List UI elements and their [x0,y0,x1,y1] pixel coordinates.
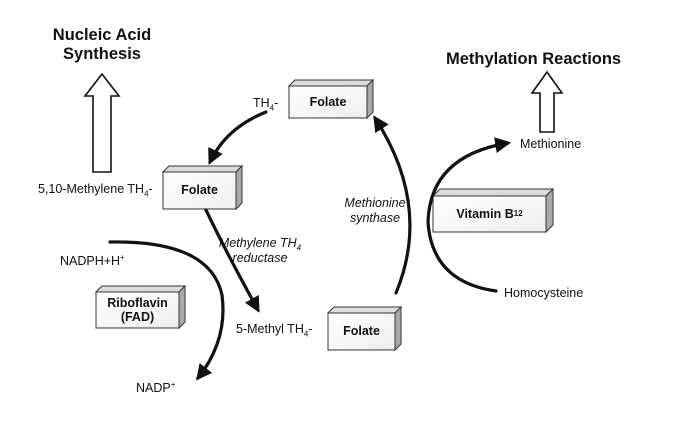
riboflavin-line2: (FAD) [120,310,155,324]
methylation-reactions-heading: Methylation Reactions [446,50,622,68]
methylene-th4-label: 5,10-Methylene TH4- [38,182,153,199]
nadp-label: NADP+ [136,379,176,395]
methionine-label: Methionine [520,137,582,151]
folate-left-box-shape [161,164,244,211]
vitamin-b12-box-shape [431,187,555,234]
riboflavin-box-shape [94,284,187,330]
methylation-hollow-arrow [530,70,564,133]
th4-top-label: TH4- [253,96,279,113]
folate-bottom-box-shape [326,305,403,352]
arrow-methylene-to-methyl [204,208,260,313]
vitamin-b12-text: Vitamin B [456,206,514,221]
folate-bottom-box-label: Folate [343,324,380,339]
arrow-homocysteine-to-methionine [426,137,512,293]
nadph-label: NADPH+H+ [60,252,125,268]
nucleic-acid-hollow-arrow [83,72,121,173]
folate-top-box-label: Folate [309,94,347,109]
arrow-methyl-to-th4 [373,115,412,295]
folate-top-box-shape [287,78,375,120]
arrow-th4-to-methylene [208,110,268,165]
folate-left-box-label: Folate [181,183,218,198]
methylene-reductase-label: Methylene TH4 reductase [218,236,302,265]
nucleic-acid-synthesis-heading: Nucleic Acid Synthesis [52,26,152,63]
riboflavin-box-label: Riboflavin (FAD) [96,292,179,328]
homocysteine-label: Homocysteine [504,286,584,300]
methyl-th4-label: 5-Methyl TH4- [236,322,313,339]
arrow-nadph-to-nadp [108,240,225,381]
methionine-synthase-label: Methionine synthase [344,196,406,225]
riboflavin-line1: Riboflavin [107,295,168,310]
